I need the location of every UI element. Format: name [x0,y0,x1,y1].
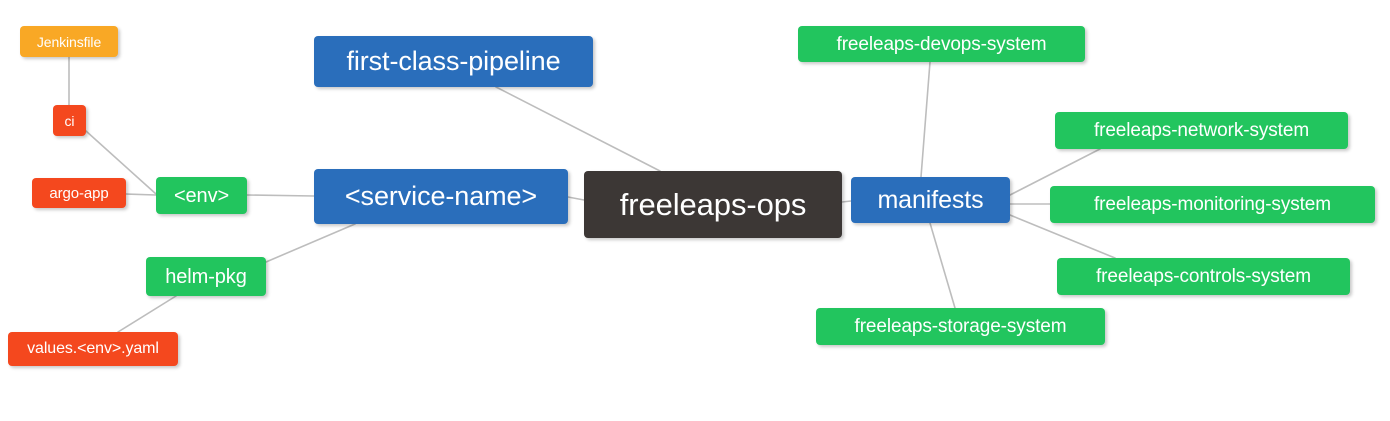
node-jenkinsfile[interactable]: Jenkinsfile [20,26,118,57]
node-manifests[interactable]: manifests [851,177,1010,223]
node-storage-sys[interactable]: freeleaps-storage-system [816,308,1105,345]
edge-manifests-to-devops-sys [920,61,931,178]
node-monitoring-sys[interactable]: freeleaps-monitoring-system [1050,186,1375,223]
edge-freeleaps-ops-to-manifests [841,200,852,203]
node-devops-sys[interactable]: freeleaps-devops-system [798,26,1085,62]
node-freeleaps-ops[interactable]: freeleaps-ops [584,171,842,238]
edge-values-yaml-to-helm-pkg [117,295,177,333]
edge-helm-pkg-to-service-name [265,223,356,263]
edge-manifests-to-storage-sys [929,222,956,309]
node-ci[interactable]: ci [53,105,86,136]
node-network-sys[interactable]: freeleaps-network-system [1055,112,1348,149]
edge-service-name-to-freeleaps-ops [567,196,585,201]
edge-argo-app-to-env [125,193,157,196]
node-service-name[interactable]: <service-name> [314,169,568,224]
edge-first-class-to-freeleaps-ops [495,86,661,172]
edge-env-to-service-name [246,194,315,197]
node-first-class[interactable]: first-class-pipeline [314,36,593,87]
node-values-yaml[interactable]: values.<env>.yaml [8,332,178,366]
node-argo-app[interactable]: argo-app [32,178,126,208]
node-env[interactable]: <env> [156,177,247,214]
node-helm-pkg[interactable]: helm-pkg [146,257,266,296]
node-controls-sys[interactable]: freeleaps-controls-system [1057,258,1350,295]
